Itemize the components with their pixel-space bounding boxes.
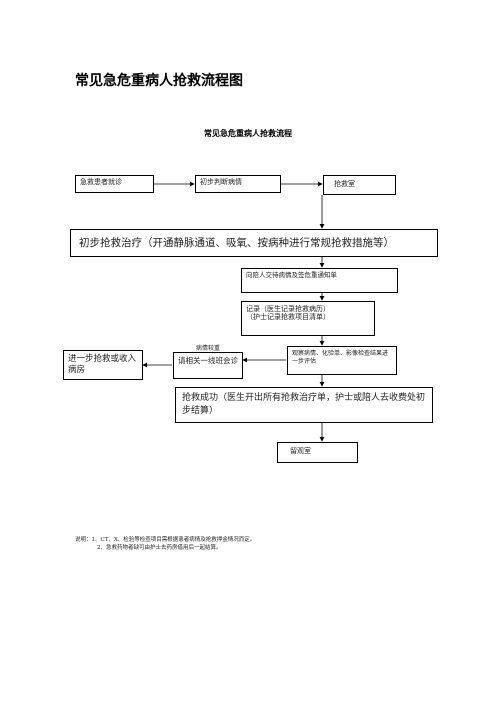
node-rescue-room: 抢救室 — [323, 175, 396, 195]
node-record-line1: 记录（医生记录抢救病历） — [246, 305, 330, 313]
node-record-line2: （护士记录抢救项目清单） — [246, 313, 330, 321]
node-initial-treatment: 初步抢救治疗（开通静脉通道、吸氧、按病种进行常规抢救措施等） — [70, 229, 438, 257]
page-title: 常见急危重病人抢救流程图 — [75, 73, 243, 89]
node-further-rescue-label: 进一步抢救或收入病房 — [68, 354, 137, 375]
node-observe-label: 观察病情、化验单、影像检查结果进一步评估 — [292, 350, 389, 365]
node-initial-treatment-label: 初步抢救治疗（开通静脉通道、吸氧、按病种进行常规抢救措施等） — [79, 237, 394, 249]
node-record: 记录（医生记录抢救病历） （护士记录抢救项目清单） — [241, 301, 375, 336]
node-notify-family: 向陪人交待病情及签危重通知单 — [241, 268, 398, 293]
node-observe: 观察病情、化验单、影像检查结果进一步评估 — [287, 346, 397, 375]
diagram-title: 常见急危重病人抢救流程 — [204, 129, 292, 138]
node-rescue-success: 抢救成功（医生开出所有抢救治疗单，护士或陪人去收费处初步结算） — [175, 387, 433, 423]
edge-label-stable: 病情较重 — [196, 345, 221, 352]
node-patient-visit-label: 急救患者就诊 — [80, 178, 122, 186]
node-rescue-room-label: 抢救室 — [334, 180, 355, 188]
note-line1: 说明：1、CT、X、检验等检查项目需根据患者病情及抢救押金情况而定。 — [75, 537, 256, 543]
node-initial-judge: 初步判断病情 — [195, 175, 281, 193]
node-initial-judge-label: 初步判断病情 — [200, 178, 242, 186]
node-further-rescue: 进一步抢救或收入病房 — [63, 350, 143, 380]
node-patient-visit: 急救患者就诊 — [75, 175, 154, 193]
node-observation-room-label: 留观室 — [290, 447, 311, 455]
node-consult-label: 请相关一线班会诊 — [178, 356, 238, 365]
node-notify-family-label: 向陪人交待病情及签危重通知单 — [246, 271, 337, 279]
node-rescue-success-label: 抢救成功（医生开出所有抢救治疗单，护士或陪人去收费处初步结算） — [182, 393, 426, 416]
node-consult: 请相关一线班会诊 — [173, 352, 243, 379]
note-line2: 2、急救药物者缺可由护士去药房借用后一起结算。 — [97, 545, 222, 551]
node-observation-room: 留观室 — [277, 442, 358, 463]
